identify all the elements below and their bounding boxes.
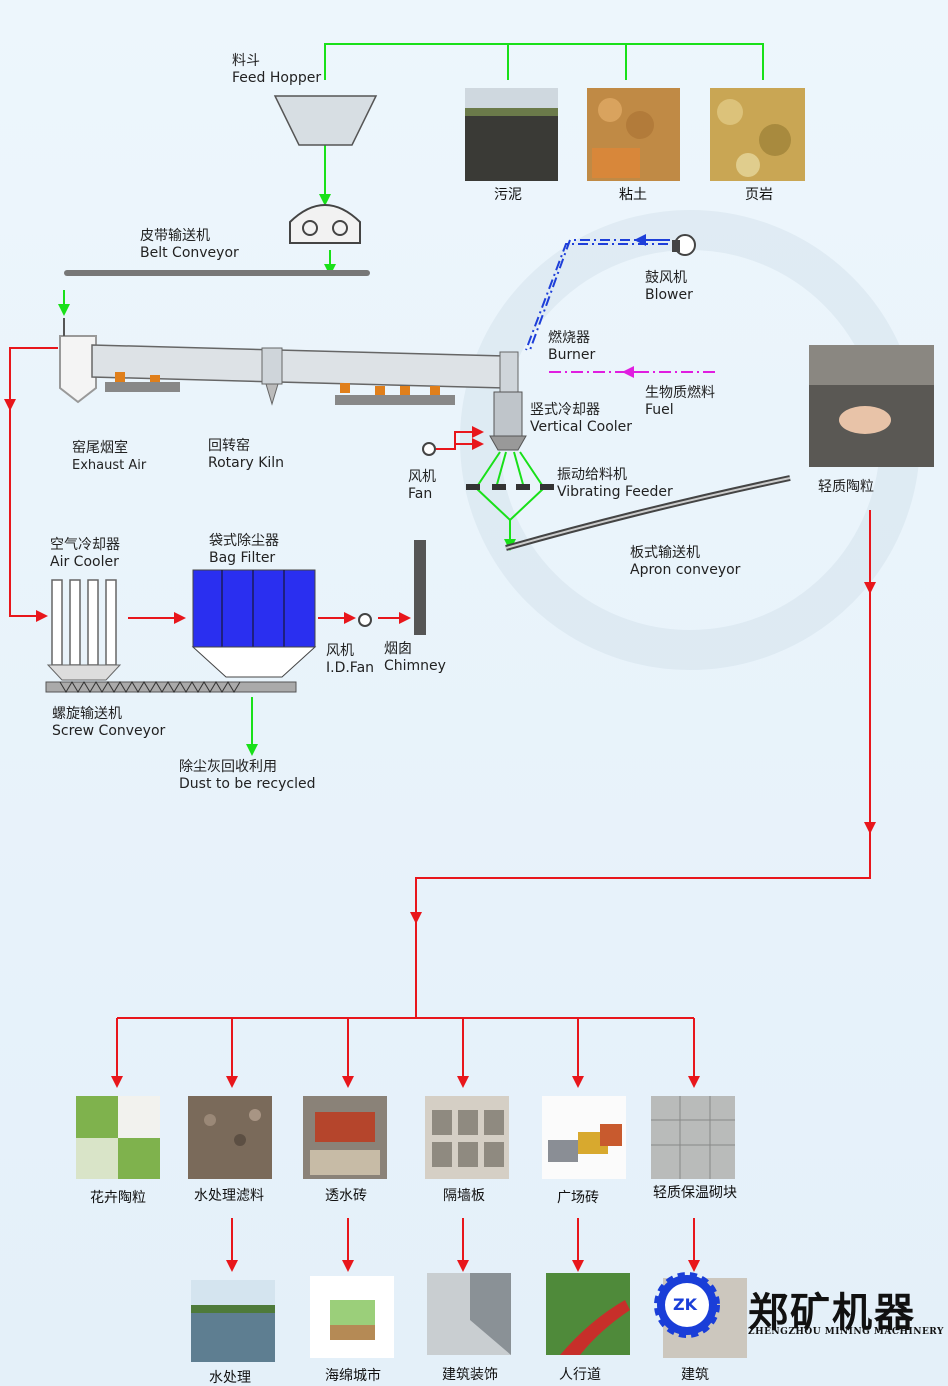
zk-logo-mark: ZK	[673, 1295, 697, 1314]
blower-icon	[672, 234, 696, 256]
application-label: 隔墙板	[443, 1188, 485, 1204]
shale-label: 页岩	[745, 187, 773, 203]
screw-conveyor	[45, 681, 297, 693]
bag-filter	[191, 569, 317, 678]
use-label: 人行道	[559, 1367, 601, 1383]
vertical-cooler	[489, 391, 527, 451]
crusher	[289, 204, 361, 244]
use-label: 建筑	[681, 1367, 709, 1383]
air-cooler	[46, 579, 122, 681]
company-name-en: ZHENGZHOU MINING MACHINERY	[748, 1327, 944, 1337]
id-fan-icon	[358, 613, 372, 627]
building-decoration-photo	[427, 1273, 511, 1355]
company-name-cn: 郑矿机器	[748, 1289, 916, 1336]
cooler-fan-icon	[422, 442, 436, 456]
partition-board-photo	[425, 1096, 509, 1179]
chimney	[414, 540, 426, 635]
apron-conveyor	[505, 475, 791, 551]
raw-material-feed-line	[58, 43, 764, 756]
application-label: 花卉陶粒	[90, 1190, 146, 1206]
zk-logo-icon	[654, 1272, 720, 1338]
use-label: 建筑装饰	[442, 1367, 498, 1383]
exhaust-gas-line	[4, 347, 411, 624]
rotary-kiln	[91, 344, 519, 406]
use-label: 海绵城市	[325, 1368, 381, 1384]
insulation-block-photo	[651, 1096, 735, 1179]
clay-photo	[587, 88, 680, 181]
exhaust-chamber	[59, 318, 97, 404]
sidewalk-photo	[546, 1273, 630, 1355]
application-label: 水处理滤料	[194, 1188, 264, 1204]
ceramsite-photo	[809, 345, 934, 467]
feed-hopper	[273, 95, 378, 146]
belt-conveyor	[64, 270, 370, 276]
product-distribution-line	[111, 510, 876, 1272]
filter-media-photo	[188, 1096, 272, 1179]
water-treatment-photo	[191, 1280, 275, 1362]
clay-label: 粘土	[619, 187, 647, 203]
permeable-brick-photo	[303, 1096, 387, 1179]
flower-ceramsite-photo	[76, 1096, 160, 1179]
application-label: 透水砖	[325, 1188, 367, 1204]
application-label: 轻质保温砌块	[653, 1185, 737, 1201]
sludge-label: 污泥	[494, 187, 522, 203]
use-label: 水处理	[209, 1370, 251, 1386]
sponge-city-photo	[310, 1276, 394, 1358]
sludge-photo	[465, 88, 558, 181]
square-brick-photo	[542, 1096, 626, 1179]
vibrating-feeder	[475, 451, 545, 522]
shale-photo	[710, 88, 805, 181]
product-label: 轻质陶粒	[818, 479, 874, 495]
application-label: 广场砖	[557, 1190, 599, 1206]
